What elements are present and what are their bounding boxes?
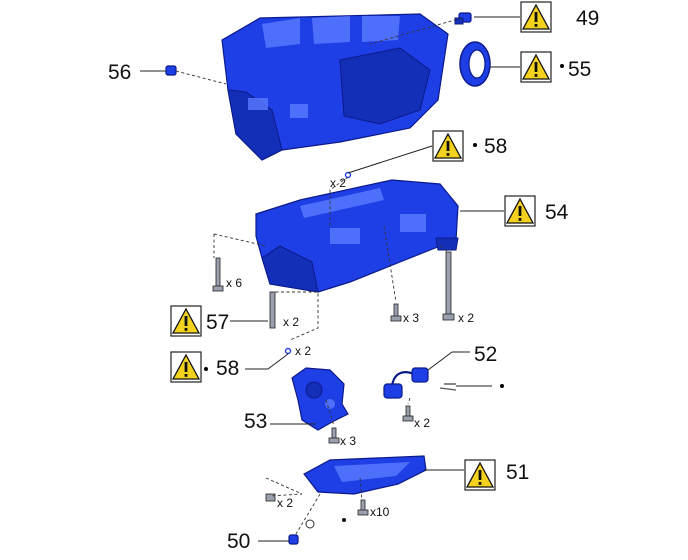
qty-x2-right: x 2: [458, 311, 474, 325]
callout-56: 56: [108, 61, 131, 84]
callout-53: 53: [244, 410, 267, 433]
bullet-dot-icon: [204, 367, 208, 371]
bullet-dot-icons: [204, 64, 564, 522]
oil-level-sensor: [383, 367, 457, 399]
callout-55: 55: [568, 58, 591, 81]
callout-54: 54: [545, 201, 569, 224]
caution-icon-57: [170, 305, 202, 337]
qty-x2-pan: x 2: [277, 496, 293, 510]
dashed-guide-lines: [175, 17, 463, 535]
callout-labels: 49 55 56 58 54 57 52 58 53 51 50: [108, 7, 599, 553]
bullet-dot-icon: [473, 143, 477, 147]
qty-x2-58: x 2: [295, 344, 311, 358]
caution-icon-55: [520, 51, 552, 83]
qty-x6: x 6: [226, 276, 242, 290]
bolt-group: [212, 171, 455, 516]
callout-57: 57: [206, 311, 229, 334]
bullet-dot-icon: [560, 64, 564, 68]
qty-x2-top: x 2: [330, 176, 346, 190]
bullet-dot-icon: [342, 518, 346, 522]
plug-56: [165, 65, 177, 76]
oil-pump: [291, 367, 349, 431]
qty-x10: x10: [370, 505, 390, 519]
callout-49: 49: [576, 7, 599, 30]
caution-icon-58-top: [432, 130, 464, 162]
quantity-labels: x 2 x 6 x 2 x 3 x 2 x 2 x 2 x 3 x 2 x10: [226, 176, 474, 519]
callout-50: 50: [227, 530, 250, 553]
qty-x3-53: x 3: [340, 434, 356, 448]
caution-icon-49: [520, 1, 552, 33]
leader-lines: [140, 16, 520, 542]
cylinder-block: [221, 13, 449, 161]
callout-52: 52: [474, 343, 497, 366]
callout-58-top: 58: [484, 135, 507, 158]
qty-x3-mid: x 3: [403, 311, 419, 325]
callout-58-bottom: 58: [216, 357, 239, 380]
callout-51: 51: [506, 461, 529, 484]
caution-icon-54: [504, 195, 536, 227]
caution-icon-51: [464, 459, 496, 491]
qty-x2-52: x 2: [414, 416, 430, 430]
rear-oil-seal: [459, 41, 491, 87]
oil-pan: [303, 455, 427, 495]
drain-plug: [288, 519, 315, 545]
bullet-dot-icon: [500, 384, 504, 388]
caution-icon-58-bottom: [170, 351, 202, 383]
stiffening-crankcase: [255, 179, 459, 293]
qty-x2-57: x 2: [283, 315, 299, 329]
oil-pressure-switch: [454, 12, 472, 25]
